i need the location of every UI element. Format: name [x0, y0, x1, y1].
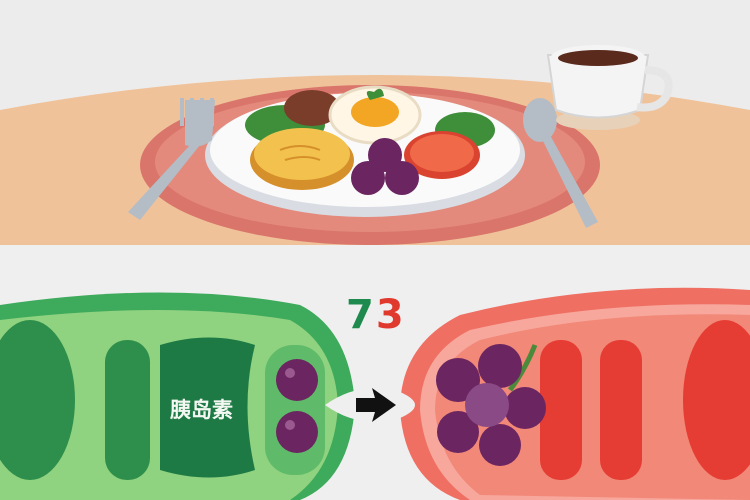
coffee-cup-icon	[546, 45, 673, 130]
glycemic-index-number: 73	[346, 292, 406, 338]
green-vessel	[0, 292, 355, 500]
egg-yolk	[351, 97, 399, 127]
digit-three: 3	[375, 292, 406, 338]
red-vessel	[400, 287, 750, 500]
insulin-label: 胰岛素	[170, 398, 233, 422]
herb	[366, 88, 384, 100]
meat	[284, 90, 340, 126]
spoon-icon	[523, 98, 598, 228]
pancake	[250, 128, 354, 190]
tomato	[404, 131, 480, 179]
fork-icon	[128, 98, 215, 220]
arrow-right-icon	[356, 388, 396, 422]
digit-seven: 7	[346, 292, 376, 338]
grapes	[351, 138, 419, 195]
